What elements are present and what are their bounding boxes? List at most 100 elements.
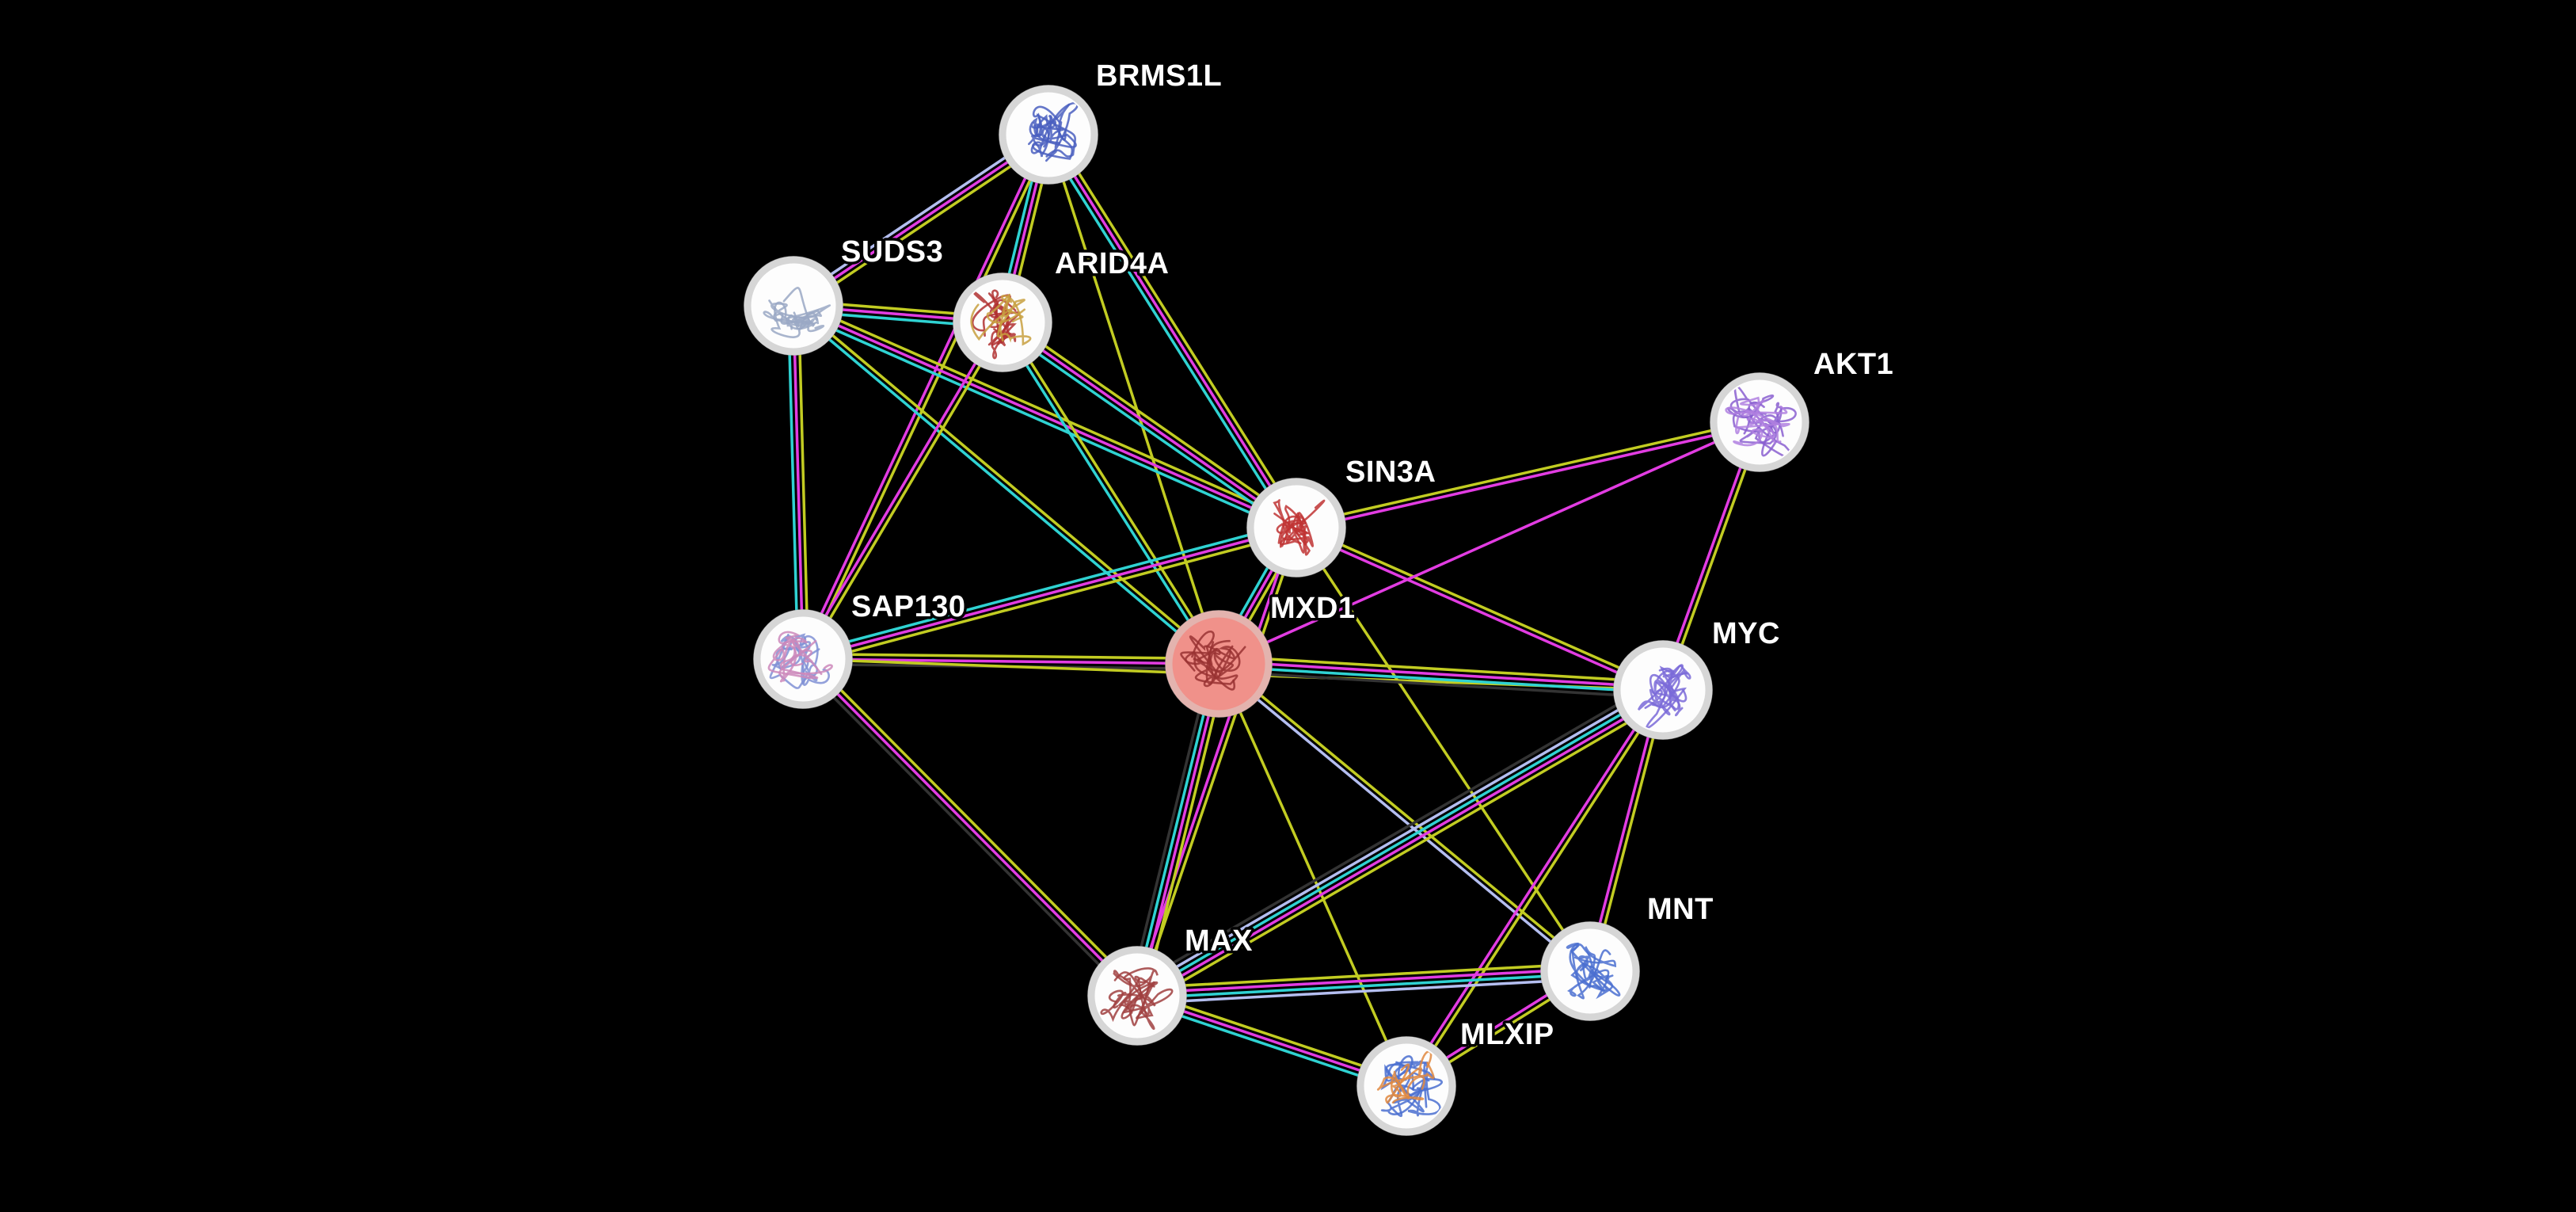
edge-MXD1-MYC[interactable] bbox=[1216, 654, 1665, 699]
edge-evidence-experiments bbox=[1295, 423, 1762, 532]
node-label-MAX: MAX bbox=[1185, 924, 1253, 958]
edge-evidence-textmining bbox=[1219, 660, 1593, 971]
node-label-MLXIP: MLXIP bbox=[1460, 1018, 1554, 1051]
protein-structure-icon bbox=[1725, 384, 1797, 460]
protein-structure-icon bbox=[1273, 499, 1326, 556]
node-MYC[interactable] bbox=[1613, 640, 1713, 740]
node-ARID4A[interactable] bbox=[953, 273, 1052, 372]
protein-structure-icon bbox=[1180, 631, 1246, 691]
edge-evidence-experiments bbox=[1138, 663, 1223, 998]
edge-evidence-databases bbox=[999, 322, 1219, 667]
edge-evidence-databases bbox=[1042, 135, 1294, 532]
protein-structure-icon bbox=[1100, 967, 1174, 1031]
edge-evidence-databases bbox=[1133, 661, 1218, 997]
edge-SUDS3-SIN3A[interactable] bbox=[790, 299, 1300, 534]
edge-ARID4A-MXD1[interactable] bbox=[999, 319, 1223, 667]
protein-structure-icon bbox=[1028, 101, 1079, 162]
edge-evidence-textmining bbox=[1003, 316, 1301, 525]
edge-evidence-experiments bbox=[1217, 660, 1665, 689]
edge-BRMS1L-MXD1[interactable] bbox=[1047, 133, 1220, 665]
node-label-SAP130: SAP130 bbox=[851, 590, 966, 623]
node-MAX[interactable] bbox=[1087, 946, 1187, 1046]
edge-SIN3A-SAP130[interactable] bbox=[800, 520, 1299, 666]
edge-evidence-textmining bbox=[1406, 690, 1667, 1089]
node-SUDS3[interactable] bbox=[744, 256, 843, 356]
node-MNT[interactable] bbox=[1540, 921, 1640, 1021]
edge-evidence-textmining bbox=[1003, 319, 1223, 665]
protein-structure-icon bbox=[1637, 664, 1691, 729]
edge-evidence-coexpression bbox=[1130, 680, 1660, 989]
edge-evidence-experiments bbox=[1217, 421, 1761, 665]
node-SIN3A[interactable] bbox=[1246, 478, 1346, 577]
edge-BRMS1L-SUDS3[interactable] bbox=[789, 128, 1053, 312]
edge-evidence-experiments bbox=[801, 657, 1139, 997]
edge-BRMS1L-SAP130[interactable] bbox=[799, 131, 1052, 662]
edge-evidence-experiments bbox=[801, 657, 1220, 665]
edge-SIN3A-MAX[interactable] bbox=[1133, 525, 1300, 998]
edge-evidence-textmining bbox=[805, 654, 1143, 994]
edge-evidence-textmining bbox=[793, 302, 1222, 664]
node-MLXIP[interactable] bbox=[1356, 1036, 1456, 1136]
edge-evidence-experiments bbox=[792, 133, 1050, 307]
edge-SAP130-MAX[interactable] bbox=[797, 654, 1143, 1001]
edge-MXD1-MLXIP[interactable] bbox=[1217, 662, 1408, 1088]
edge-evidence-textmining bbox=[802, 531, 1299, 666]
edge-layer bbox=[786, 128, 1764, 1092]
edge-evidence-textmining bbox=[1143, 664, 1228, 1000]
node-label-SUDS3: SUDS3 bbox=[841, 235, 943, 269]
edge-AKT1-MXD1[interactable] bbox=[1217, 421, 1761, 665]
node-MXD1[interactable] bbox=[1165, 610, 1273, 718]
protein-structure-icon bbox=[1566, 942, 1621, 1000]
node-SAP130[interactable] bbox=[753, 609, 853, 709]
edge-MYC-MLXIP[interactable] bbox=[1402, 687, 1667, 1089]
edge-MYC-MAX[interactable] bbox=[1130, 680, 1670, 1006]
protein-structure-icon bbox=[970, 289, 1032, 360]
node-layer bbox=[744, 85, 1809, 1136]
edge-evidence-experiments bbox=[801, 526, 1298, 661]
edge-evidence-databases bbox=[800, 520, 1297, 656]
edge-SIN3A-AKT1[interactable] bbox=[1294, 418, 1762, 532]
edge-evidence-databases bbox=[1136, 972, 1592, 1000]
edge-evidence-experiments bbox=[792, 304, 1298, 529]
edge-evidence-coexpression bbox=[797, 661, 1136, 1001]
edge-evidence-databases bbox=[1217, 665, 1665, 694]
edge-evidence-experiments bbox=[1133, 525, 1296, 997]
edge-evidence-experiments bbox=[1293, 528, 1664, 694]
edge-MAX-MNT[interactable] bbox=[1135, 962, 1592, 1005]
edge-ARID4A-SAP130[interactable] bbox=[799, 319, 1006, 662]
edge-evidence-experiments bbox=[799, 131, 1048, 660]
edge-evidence-textmining bbox=[1217, 662, 1408, 1088]
edge-MXD1-MAX[interactable] bbox=[1128, 660, 1228, 1000]
edge-evidence-textmining bbox=[794, 137, 1053, 312]
edge-evidence-textmining bbox=[804, 322, 1006, 662]
edge-evidence-textmining bbox=[801, 652, 1220, 661]
edge-evidence-textmining bbox=[1296, 524, 1666, 689]
node-label-MYC: MYC bbox=[1712, 617, 1780, 650]
edge-SIN3A-MYC[interactable] bbox=[1293, 524, 1666, 694]
protein-structure-icon bbox=[763, 287, 831, 338]
edge-evidence-homology bbox=[1132, 684, 1662, 993]
edge-evidence-experiments bbox=[1047, 133, 1298, 529]
edge-MXD1-MNT[interactable] bbox=[1216, 660, 1593, 975]
edge-BRMS1L-SIN3A[interactable] bbox=[1042, 130, 1303, 532]
edge-evidence-textmining bbox=[1140, 697, 1670, 1006]
edge-SUDS3-MXD1[interactable] bbox=[790, 302, 1222, 668]
edge-evidence-experiments bbox=[1402, 687, 1663, 1086]
edge-evidence-experiments bbox=[1138, 692, 1668, 1002]
node-BRMS1L[interactable] bbox=[999, 85, 1098, 185]
edge-ARID4A-SIN3A[interactable] bbox=[998, 316, 1301, 534]
edge-evidence-coexpression bbox=[1216, 669, 1665, 699]
edge-evidence-textmining bbox=[1295, 526, 1592, 973]
edge-evidence-homology bbox=[1136, 977, 1592, 1005]
node-AKT1[interactable] bbox=[1710, 372, 1809, 472]
edge-SUDS3-SAP130[interactable] bbox=[786, 304, 810, 661]
edge-evidence-coexpression bbox=[1128, 660, 1213, 996]
protein-structure-icon bbox=[1376, 1050, 1443, 1118]
edge-evidence-textmining bbox=[1047, 133, 1220, 665]
node-label-SIN3A: SIN3A bbox=[1345, 455, 1436, 489]
edge-SIN3A-MNT[interactable] bbox=[1295, 526, 1592, 973]
node-label-MNT: MNT bbox=[1647, 893, 1714, 926]
